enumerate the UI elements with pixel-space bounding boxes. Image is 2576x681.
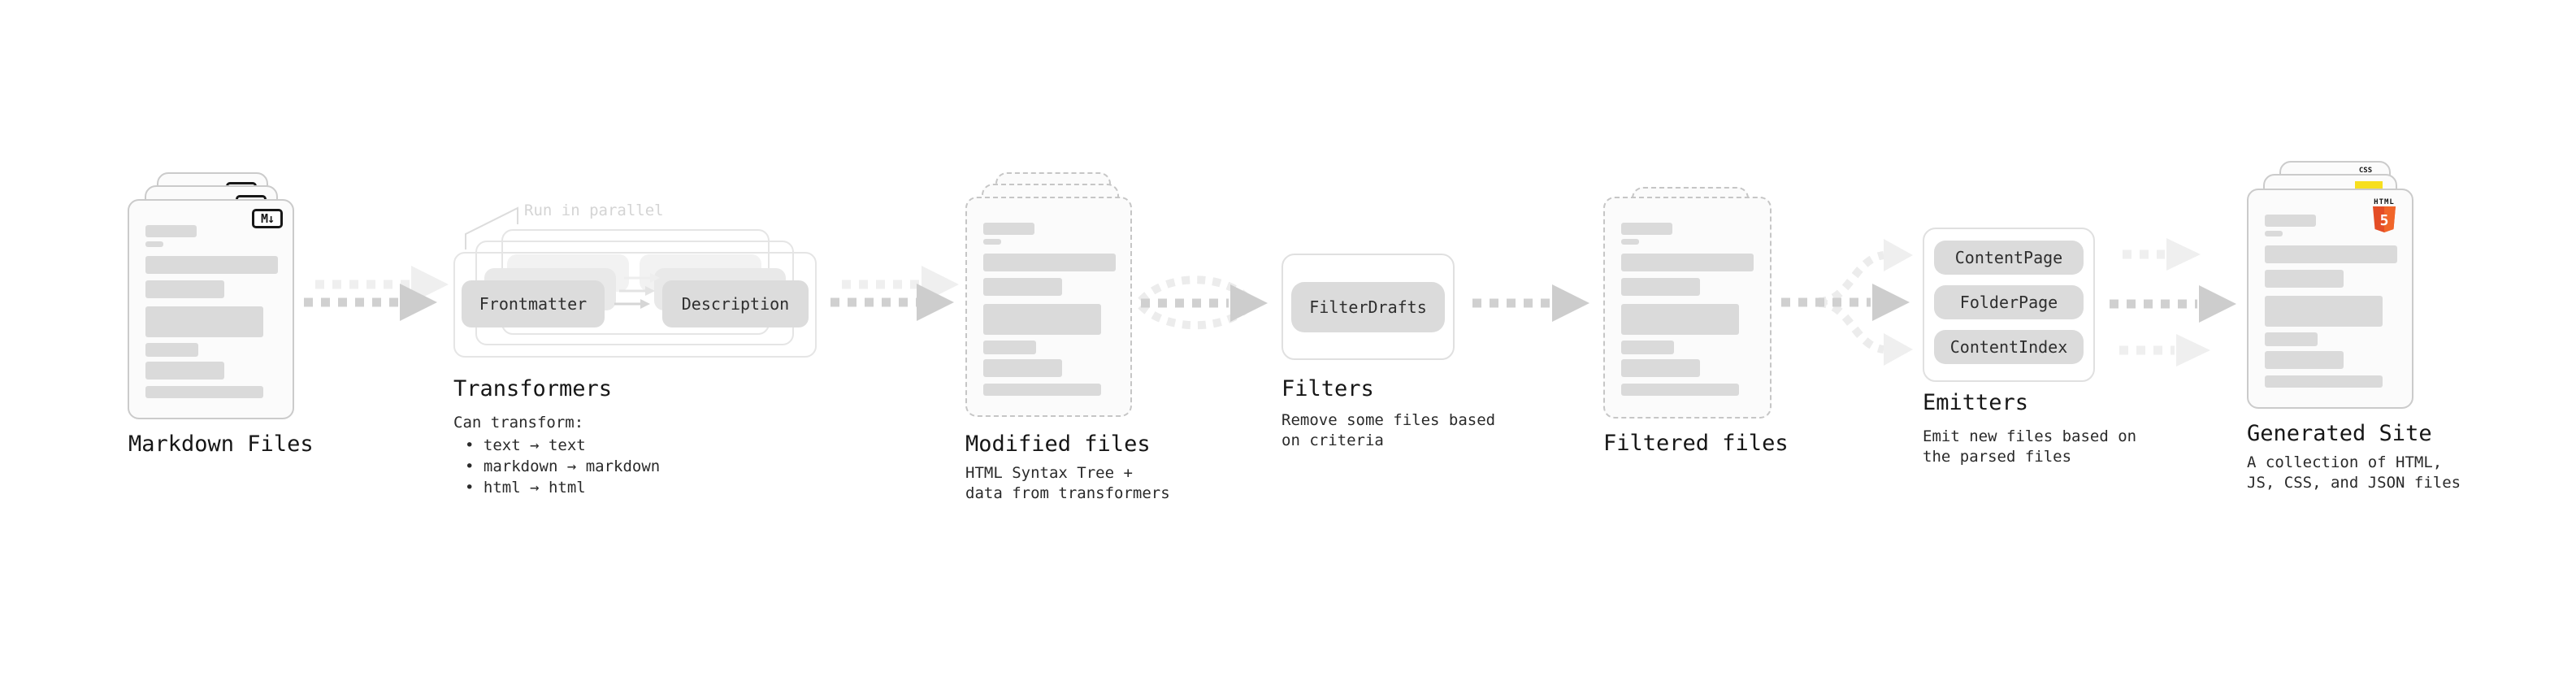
filters-title: Filters [1281, 376, 1374, 401]
emitter-box: ContentIndex [1934, 330, 2084, 364]
skeleton-bar [983, 223, 1034, 235]
skeleton-bar [145, 256, 278, 274]
skeleton-bar [983, 359, 1062, 377]
skeleton-bar [145, 241, 163, 247]
skeleton-bar [2265, 351, 2344, 369]
skeleton-bar [145, 362, 224, 380]
modified-files-caption: HTML Syntax Tree + data from transformer… [965, 464, 1170, 502]
skeleton-bar [145, 225, 197, 237]
skeleton-bar [983, 340, 1036, 354]
file-skeleton-lines [2265, 215, 2397, 388]
run-in-parallel-note: Run in parallel [524, 202, 664, 219]
frontmatter-box: Frontmatter [462, 280, 605, 327]
skeleton-bar [145, 306, 263, 337]
file-skeleton-lines [145, 225, 278, 398]
description-box: Description [662, 280, 809, 327]
transformers-title: Transformers [453, 376, 613, 401]
skeleton-bar [2265, 270, 2344, 288]
filter-drafts-box: FilterDrafts [1291, 281, 1445, 332]
filtered-file-card-front [1603, 197, 1772, 419]
generated-file-card-html: HTML 5 [2247, 189, 2413, 409]
transform-bullet: • text → text [465, 436, 586, 454]
skeleton-bar [2265, 231, 2283, 236]
skeleton-bar [1621, 340, 1674, 354]
arrows-emitters-to-generated [2110, 238, 2236, 367]
svg-text:5: 5 [2380, 212, 2389, 229]
skeleton-bar [1621, 304, 1739, 335]
skeleton-bar [983, 278, 1062, 296]
skeleton-bar [2265, 375, 2383, 388]
skeleton-bar [983, 239, 1001, 245]
generated-site-title: Generated Site [2247, 421, 2432, 446]
file-skeleton-lines [983, 223, 1116, 396]
skeleton-bar [1621, 278, 1700, 296]
filtered-files-title: Filtered files [1603, 431, 1789, 456]
arrow-markdown-to-transformers [304, 266, 449, 321]
skeleton-bar [983, 254, 1116, 271]
skeleton-bar [145, 386, 263, 398]
modified-file-card-front [965, 197, 1132, 417]
skeleton-bar [2265, 296, 2383, 327]
emitter-box: ContentPage [1934, 241, 2084, 275]
skeleton-bar [2265, 245, 2397, 263]
transformer-layer-front [453, 252, 817, 358]
filters-caption: Remove some files based on criteria [1281, 411, 1496, 449]
markdown-icon: M↓ [252, 209, 283, 228]
filters-container: FilterDrafts [1281, 254, 1455, 360]
skeleton-bar [983, 384, 1101, 396]
skeleton-bar [2265, 332, 2318, 346]
skeleton-bar [1621, 254, 1754, 271]
skeleton-bar [1621, 239, 1639, 245]
html5-badge-label: HTML [2374, 198, 2395, 206]
transformers-bullet-list: • text → text • markdown → markdown • html… [465, 435, 660, 498]
arrow-modified-to-filters [1138, 275, 1268, 330]
modified-files-title: Modified files [965, 432, 1151, 457]
arrow-transformers-to-modified [830, 266, 959, 321]
emitter-box: FolderPage [1934, 285, 2084, 319]
emitters-title: Emitters [1923, 390, 2029, 415]
markdown-file-card-front: M↓ [128, 199, 294, 419]
markdown-files-title: Markdown Files [128, 432, 314, 457]
css-badge-label: CSS [2358, 167, 2373, 175]
transform-bullet: • markdown → markdown [465, 458, 661, 475]
generated-site-caption: A collection of HTML, JS, CSS, and JSON … [2247, 453, 2461, 492]
arrow-filtered-to-emitters [1781, 239, 1913, 366]
skeleton-bar [1621, 359, 1700, 377]
html5-shield-icon: 5 [2373, 206, 2396, 232]
skeleton-bar [145, 343, 198, 357]
skeleton-bar [983, 304, 1101, 335]
skeleton-bar [1621, 384, 1739, 396]
transform-bullet: • html → html [465, 479, 586, 497]
file-skeleton-lines [1621, 223, 1754, 396]
skeleton-bar [145, 280, 224, 298]
skeleton-bar [1621, 223, 1672, 235]
emitters-caption: Emit new files based on the parsed files [1923, 427, 2137, 466]
transformers-caption-heading: Can transform: [453, 414, 584, 432]
html5-badge: HTML 5 [2368, 198, 2400, 236]
skeleton-bar [2265, 215, 2316, 227]
arrow-filters-to-filtered [1472, 284, 1589, 322]
